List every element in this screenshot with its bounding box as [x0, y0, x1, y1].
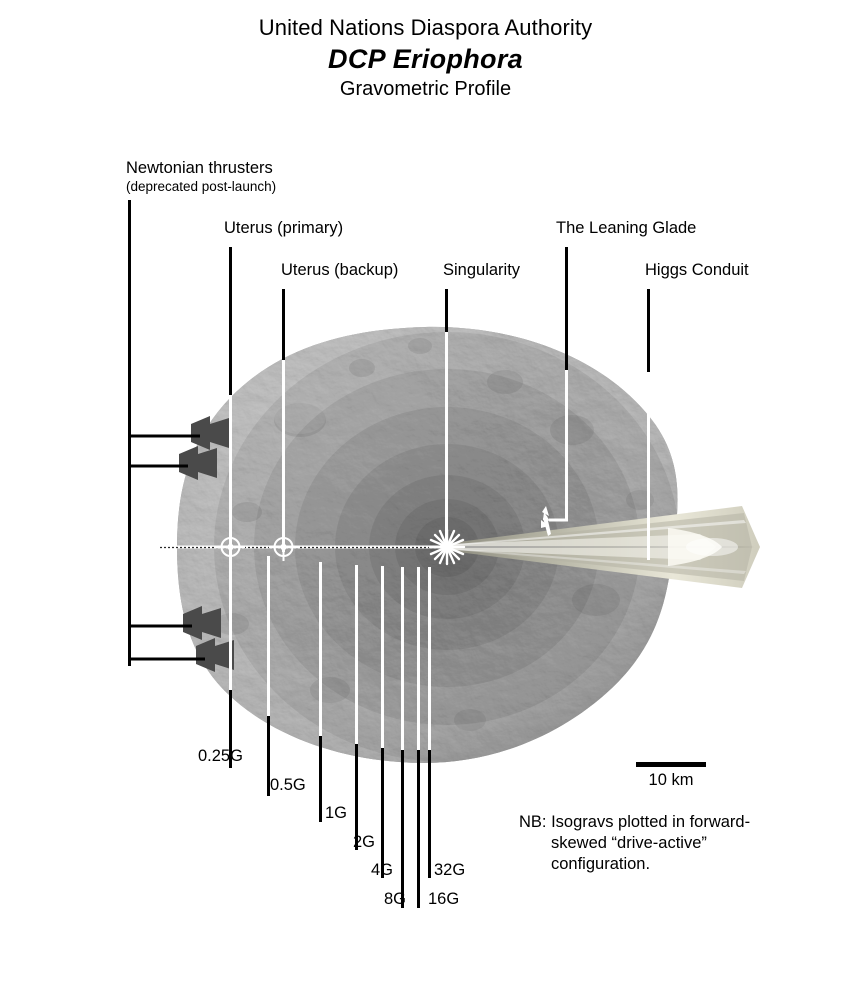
callout-label-higgs-conduit: Higgs Conduit	[645, 261, 749, 279]
top-callout-leaders	[229, 247, 650, 560]
singularity-marker	[428, 528, 466, 566]
isograv-label-0.25g: 0.25G	[198, 747, 243, 765]
leaning-glade-tree-icon	[541, 506, 551, 536]
thruster-nozzle-1	[191, 416, 229, 450]
note-line-2: skewed “drive-active”	[551, 834, 707, 852]
note-line-3: configuration.	[551, 855, 651, 873]
callout-label-singularity: Singularity	[443, 261, 521, 279]
callout-label-uterus-backup: Uterus (backup)	[281, 261, 399, 279]
vessel-name: DCP Eriophora	[328, 44, 523, 74]
title-block: United Nations Diaspora Authority DCP Er…	[0, 14, 851, 103]
thruster-nozzle-2	[179, 446, 217, 480]
thruster-nozzle-3	[183, 606, 221, 640]
isograv-label-32g: 32G	[434, 861, 466, 879]
isograv-label-1g: 1G	[325, 804, 348, 822]
uterus-backup-marker	[269, 533, 298, 561]
isograv-label-2g: 2G	[353, 833, 376, 851]
organization-title: United Nations Diaspora Authority	[258, 15, 593, 40]
isograv-label-8g: 8G	[384, 890, 407, 908]
isograv-label-0.5g: 0.5G	[270, 776, 306, 794]
scale-bar-label: 10 km	[648, 771, 694, 789]
callout-sublabel-newtonian-thrusters: (deprecated post-launch)	[126, 179, 277, 194]
thruster-nozzle-4	[196, 638, 234, 672]
callout-label-newtonian-thrusters: Newtonian thrusters	[126, 159, 273, 177]
isograv-label-4g: 4G	[371, 861, 394, 879]
isograv-leaders	[229, 552, 431, 908]
thruster-leaders	[128, 200, 205, 666]
figure-subtitle: Gravometric Profile	[339, 78, 512, 100]
higgs-conduit-plume	[450, 506, 760, 588]
isograv-label-16g: 16G	[428, 890, 460, 908]
note-line-1: NB: Isogravs plotted in forward-	[519, 813, 751, 831]
callout-label-uterus-primary: Uterus (primary)	[224, 219, 344, 237]
callout-label-leaning-glade: The Leaning Glade	[556, 219, 697, 237]
spine-axis	[160, 545, 452, 549]
thruster-nozzles	[179, 416, 234, 672]
scale-bar	[636, 762, 706, 767]
